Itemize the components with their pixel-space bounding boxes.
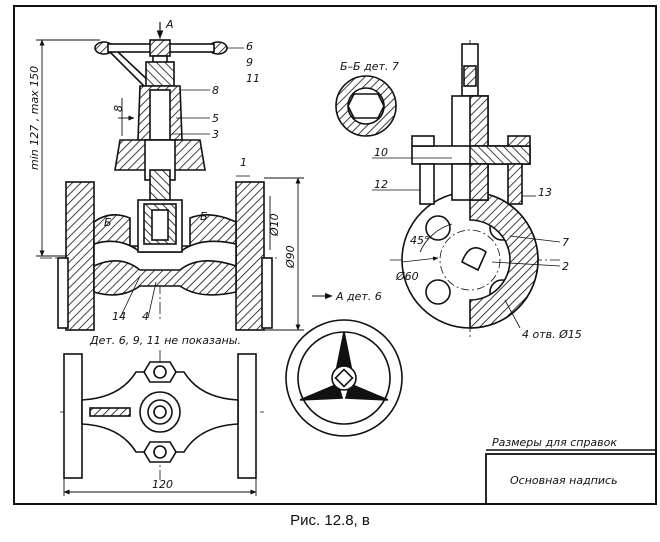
diameter-60: Ø60 [395, 270, 419, 283]
callout-6: 6 [246, 40, 253, 53]
callout-7: 7 [562, 236, 569, 249]
callout-1: 1 [240, 156, 247, 169]
front-view [40, 22, 280, 331]
title-block-text: Основная надпись [510, 474, 618, 487]
callout-14: 14 [112, 310, 126, 323]
callout-10: 10 [374, 146, 388, 159]
diameter-90: Ø90 [284, 245, 297, 269]
callout-3: 3 [212, 128, 219, 141]
handwheel-view-a [285, 319, 403, 437]
sheet-frame [13, 5, 657, 505]
title-block [485, 453, 657, 505]
section-bb [335, 75, 397, 137]
callout-5: 5 [212, 112, 219, 125]
view-arrow-label: A [165, 18, 174, 31]
front-callouts [119, 47, 250, 319]
callout-13: 13 [538, 186, 552, 199]
note-parts: Дет. 6, 9, 11 не показаны. [89, 334, 241, 347]
callout-2: 2 [562, 260, 569, 273]
section-title: Б–Б дет. 7 [340, 60, 399, 73]
callout-11: 11 [246, 72, 260, 85]
figure-caption: Рис. 12.8, в [290, 512, 370, 529]
top-view [60, 350, 264, 480]
section-mark-left: Б [104, 216, 112, 229]
front-dimensions [36, 39, 304, 331]
section-mark-right: Б [200, 210, 208, 223]
view-a-label: A дет. 6 [335, 290, 382, 303]
holes-dimension: 4 отв. Ø15 [522, 328, 582, 341]
angle-dimension: 45° [410, 234, 430, 247]
height-dimension: min 127 , max 150 [28, 66, 41, 170]
width-dimension: 120 [152, 478, 173, 491]
side-callouts [372, 157, 561, 329]
diameter-10: Ø10 [268, 213, 281, 237]
width-dimension-line [63, 478, 257, 496]
callout-4: 4 [142, 310, 149, 323]
callout-8: 8 [212, 84, 219, 97]
callout-9: 9 [246, 56, 253, 69]
reference-note: Размеры для справок [492, 436, 617, 449]
side-view [390, 40, 560, 340]
stroke-dimension: 8 [112, 105, 125, 112]
callout-12: 12 [374, 178, 388, 191]
